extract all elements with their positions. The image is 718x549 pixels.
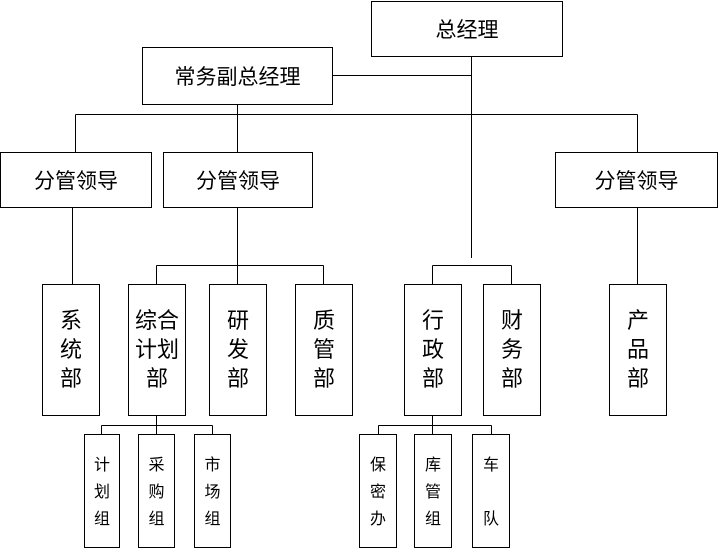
line: 部	[145, 366, 168, 392]
node-executive-vice-gm-label: 常务副总经理	[174, 65, 301, 89]
char: 组	[204, 508, 221, 528]
char: 采	[148, 454, 165, 474]
node-group-shichang: 市场组	[194, 434, 231, 548]
node-dept-xitong: 系统部	[42, 284, 100, 416]
char: 管	[312, 337, 335, 363]
node-group-jihua: 计划组	[84, 434, 120, 548]
node-group-kuguan: 库管组	[414, 434, 452, 548]
node-group-chedui: 车队	[472, 434, 510, 548]
node-dept-zonghe: 综合计划部	[128, 284, 186, 416]
node-dept-caiwu: 财务部	[483, 284, 541, 416]
char: 库	[424, 454, 441, 474]
line: 综合	[134, 308, 179, 334]
char: 组	[424, 508, 441, 528]
char: 车	[482, 454, 499, 474]
node-group-baomi: 保密办	[359, 434, 397, 548]
char: 统	[59, 337, 82, 363]
node-group-caigou: 采购组	[138, 434, 175, 548]
char	[483, 478, 499, 505]
node-dept-zhiguan: 质管部	[295, 284, 353, 416]
char: 发	[226, 337, 249, 363]
char: 划	[93, 481, 110, 501]
node-executive-vice-gm: 常务副总经理	[142, 47, 333, 105]
node-leader-3: 分管领导	[555, 152, 718, 208]
char: 部	[312, 366, 335, 392]
char: 财	[500, 308, 523, 334]
char: 质	[312, 308, 335, 334]
char: 务	[500, 337, 523, 363]
char: 场	[204, 481, 221, 501]
node-general-manager: 总经理	[371, 1, 563, 57]
char: 部	[626, 366, 649, 392]
char: 计	[93, 454, 110, 474]
char: 保	[369, 454, 386, 474]
char: 购	[148, 481, 165, 501]
char: 部	[500, 366, 523, 392]
node-leader-1: 分管领导	[0, 152, 152, 208]
node-general-manager-label: 总经理	[435, 18, 499, 42]
char: 政	[421, 337, 444, 363]
node-dept-xingzheng: 行政部	[404, 284, 462, 416]
char: 部	[59, 366, 82, 392]
char: 系	[59, 308, 82, 334]
char: 密	[369, 481, 386, 501]
char: 品	[626, 337, 649, 363]
node-leader-3-label: 分管领导	[594, 169, 679, 193]
node-dept-yanfa: 研发部	[209, 284, 267, 416]
char: 行	[421, 308, 444, 334]
line: 计划	[134, 337, 179, 363]
char: 管	[424, 481, 441, 501]
node-dept-chanpin: 产品部	[609, 284, 667, 416]
char: 产	[626, 308, 649, 334]
char: 组	[93, 508, 110, 528]
node-leader-2: 分管领导	[163, 152, 313, 208]
char: 队	[482, 508, 499, 528]
char: 部	[226, 366, 249, 392]
node-leader-1-label: 分管领导	[34, 169, 118, 193]
char: 组	[148, 508, 165, 528]
char: 市	[204, 454, 221, 474]
char: 办	[369, 508, 386, 528]
node-leader-2-label: 分管领导	[196, 169, 280, 193]
char: 研	[226, 308, 249, 334]
char: 部	[421, 366, 444, 392]
